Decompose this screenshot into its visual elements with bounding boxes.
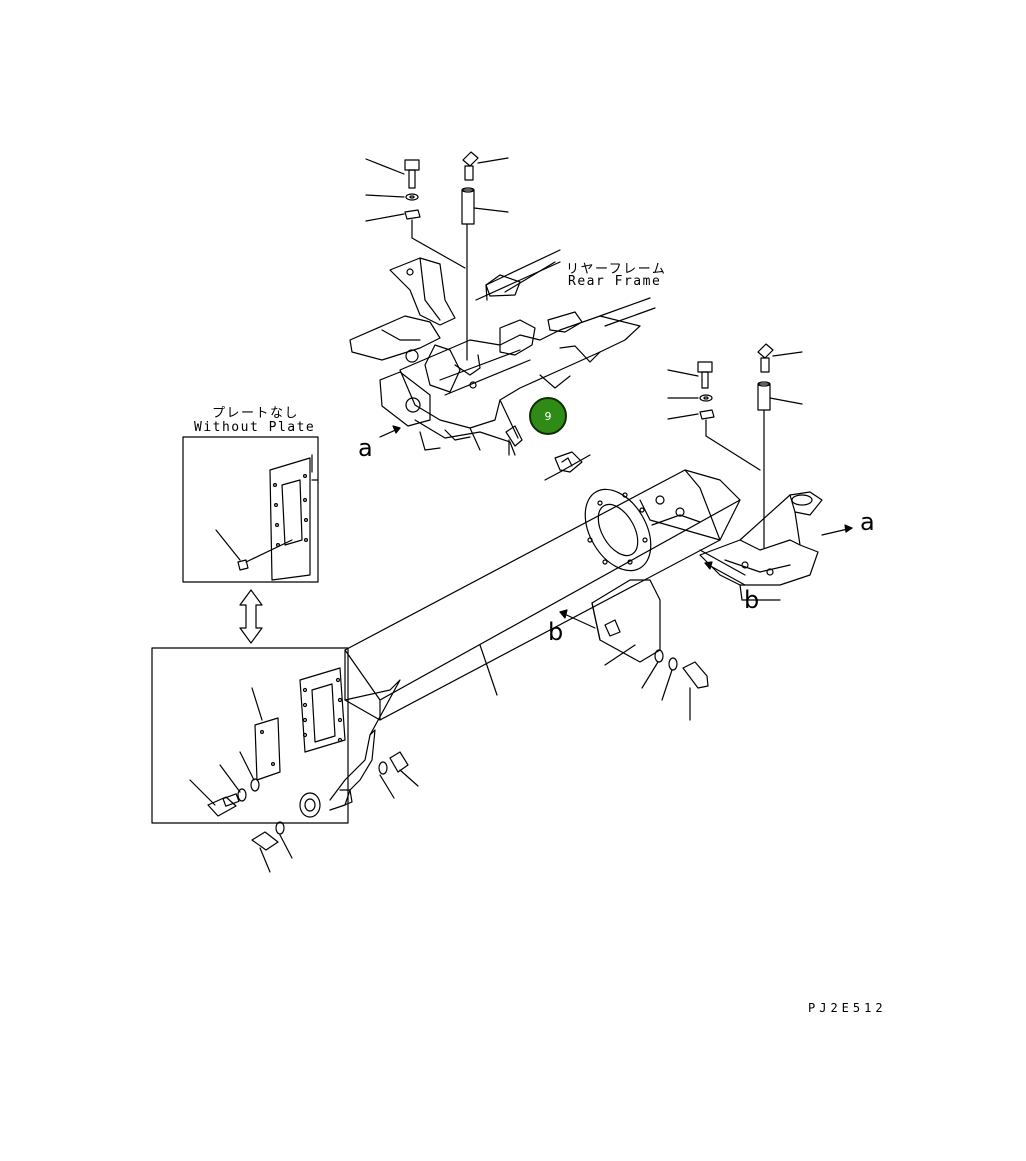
right-bolt-stack: [667, 361, 761, 471]
double-arrow: [239, 589, 263, 644]
with-plate-inset: [151, 647, 349, 824]
hotspot-label: 9: [544, 409, 552, 423]
without-plate-label-en: Without Plate: [194, 420, 316, 435]
top-grease-fitting-stack: [411, 151, 509, 361]
top-bolt-stack: [365, 158, 421, 222]
clip-bracket: [544, 451, 591, 481]
without-plate-inset: [182, 436, 319, 583]
right-grease-fitting-stack: [757, 343, 803, 549]
view-letter-a-right: a: [860, 508, 875, 536]
bushings: [251, 751, 419, 873]
rear-frame-label-jp: リヤーフレーム: [566, 262, 667, 277]
drawing-code: PJ2E512: [808, 1001, 887, 1015]
view-letter-a-left: a: [358, 434, 373, 462]
without-plate-label-jp: プレートなし: [212, 406, 300, 421]
cover-plate: [559, 579, 709, 721]
rear-frame-label-en: Rear Frame: [568, 274, 662, 289]
part-hotspot-marker[interactable]: 9: [529, 397, 567, 435]
view-letter-b-right: b: [744, 586, 760, 614]
view-letter-b-center: b: [548, 618, 564, 646]
main-beam: [299, 469, 853, 811]
rear-frame: [349, 249, 656, 456]
